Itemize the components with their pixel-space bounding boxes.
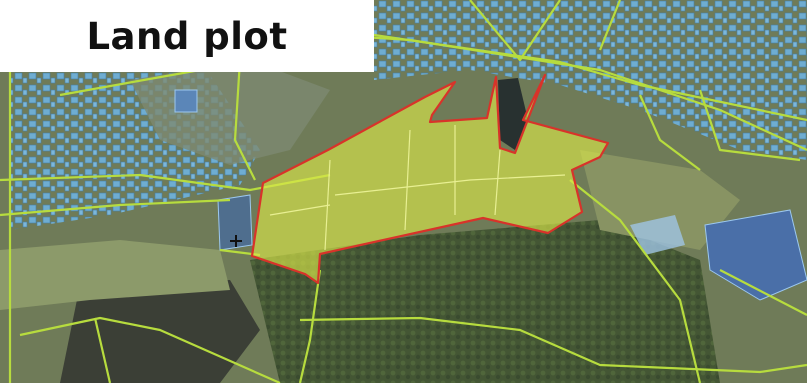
plus-marker-icon[interactable] xyxy=(230,235,242,247)
light-field xyxy=(0,240,230,310)
forest-area xyxy=(250,220,720,383)
title-card: Land plot xyxy=(0,0,374,72)
sand-area xyxy=(630,215,685,255)
meadow-area xyxy=(580,150,740,250)
page-title: Land plot xyxy=(86,14,288,58)
dark-bog-area xyxy=(60,280,260,383)
land-plot-parcel[interactable] xyxy=(250,73,610,285)
parcel-internal-lines xyxy=(269,125,566,251)
pond-industrial-east[interactable] xyxy=(704,209,807,301)
urban-area-north[interactable] xyxy=(374,0,807,160)
water-body xyxy=(498,78,528,150)
small-pond xyxy=(217,194,253,251)
water-tank xyxy=(174,89,198,113)
urban-area-village[interactable] xyxy=(130,60,330,165)
